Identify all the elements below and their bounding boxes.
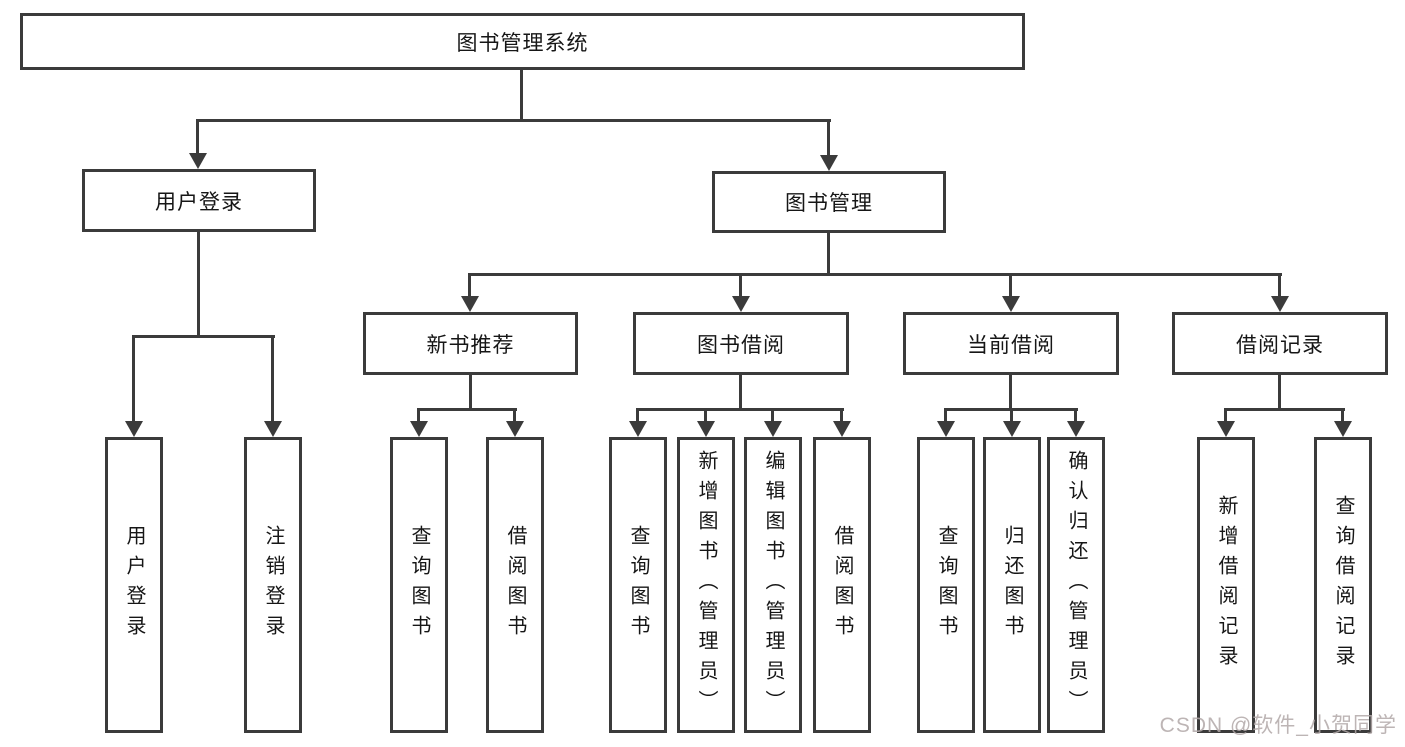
leaf-label: 查询图书	[627, 525, 649, 645]
leaf-label: 查询借阅记录	[1332, 495, 1354, 675]
leaf-label: 查询图书	[935, 525, 957, 645]
arrow-book-borrow-leaf-3	[764, 408, 782, 437]
node-root: 图书管理系统	[20, 13, 1025, 70]
arrow-book-borrow-leaf-2	[697, 408, 715, 437]
arrow-borrow-records-leaf-2	[1334, 408, 1352, 437]
connector-user-login-bus	[133, 335, 275, 338]
arrow-to-leaf-user-login	[125, 335, 143, 437]
arrow-to-leaf-logout	[264, 335, 282, 437]
arrow-to-new-rec	[461, 273, 479, 312]
connector-new-rec-stem	[469, 374, 472, 408]
leaf-current-confirm-return-admin: 确认归还（管理员）	[1047, 437, 1105, 733]
node-book-mgmt-label: 图书管理	[785, 192, 873, 215]
arrow-to-user-login	[189, 119, 207, 169]
arrow-to-borrow-records	[1271, 273, 1289, 312]
arrow-book-borrow-leaf-1	[629, 408, 647, 437]
node-new-rec-label: 新书推荐	[426, 333, 515, 357]
leaf-label: 编辑图书（管理员）	[762, 450, 784, 720]
leaf-label: 查询图书	[408, 525, 430, 645]
leaf-label: 新增借阅记录	[1215, 495, 1237, 675]
connector-book-borrow-bus	[637, 408, 844, 411]
connector-borrow-records-stem	[1278, 374, 1281, 408]
arrow-current-borrow-leaf-2	[1003, 408, 1021, 437]
node-current-borrow-label: 当前借阅	[967, 333, 1055, 357]
leaf-records-add-record: 新增借阅记录	[1197, 437, 1255, 733]
node-new-rec: 新书推荐	[363, 312, 578, 375]
connector-book-mgmt-stem	[827, 232, 830, 273]
node-book-borrow: 图书借阅	[633, 312, 849, 375]
leaf-borrow-edit-book-admin: 编辑图书（管理员）	[744, 437, 802, 733]
connector-level3-bus	[469, 273, 1282, 276]
connector-book-borrow-stem	[739, 374, 742, 408]
node-user-login: 用户登录	[82, 169, 316, 232]
leaf-current-return-book: 归还图书	[983, 437, 1041, 733]
leaf-logout: 注销登录	[244, 437, 302, 733]
leaf-borrow-borrow-book: 借阅图书	[813, 437, 871, 733]
connector-borrow-records-bus	[1225, 408, 1345, 411]
leaf-label: 归还图书	[1001, 525, 1023, 645]
connector-new-rec-bus	[418, 408, 517, 411]
arrow-to-book-mgmt	[820, 119, 838, 171]
csdn-watermark: CSDN @软件_小贺同学	[1159, 714, 1397, 737]
leaf-new-rec-borrow-book: 借阅图书	[486, 437, 544, 733]
arrow-current-borrow-leaf-1	[937, 408, 955, 437]
arrow-to-current-borrow	[1002, 273, 1020, 312]
connector-current-borrow-stem	[1009, 374, 1012, 408]
arrow-current-borrow-leaf-3	[1067, 408, 1085, 437]
connector-root-stem	[520, 70, 523, 119]
arrow-borrow-records-leaf-1	[1217, 408, 1235, 437]
leaf-current-query-book: 查询图书	[917, 437, 975, 733]
leaf-borrow-query-book: 查询图书	[609, 437, 667, 733]
node-borrow-records: 借阅记录	[1172, 312, 1388, 375]
leaf-label: 用户登录	[123, 525, 145, 645]
node-book-borrow-label: 图书借阅	[697, 333, 785, 357]
leaf-label: 注销登录	[262, 525, 284, 645]
leaf-label: 借阅图书	[831, 525, 853, 645]
node-root-label: 图书管理系统	[456, 31, 589, 55]
leaf-label: 确认归还（管理员）	[1065, 450, 1087, 720]
leaf-user-login: 用户登录	[105, 437, 163, 733]
leaf-borrow-add-book-admin: 新增图书（管理员）	[677, 437, 735, 733]
leaf-label: 借阅图书	[504, 525, 526, 645]
leaf-records-query-record: 查询借阅记录	[1314, 437, 1372, 733]
connector-level1-bus	[197, 119, 831, 122]
node-user-login-label: 用户登录	[155, 190, 243, 214]
arrow-book-borrow-leaf-4	[833, 408, 851, 437]
node-book-mgmt: 图书管理	[712, 171, 946, 233]
node-current-borrow: 当前借阅	[903, 312, 1119, 375]
leaf-new-rec-query-book: 查询图书	[390, 437, 448, 733]
node-borrow-records-label: 借阅记录	[1236, 333, 1324, 357]
arrow-new-rec-leaf-1	[410, 408, 428, 437]
connector-user-login-stem	[197, 231, 200, 335]
leaf-label: 新增图书（管理员）	[695, 450, 717, 720]
arrow-to-book-borrow	[732, 273, 750, 312]
arrow-new-rec-leaf-2	[506, 408, 524, 437]
